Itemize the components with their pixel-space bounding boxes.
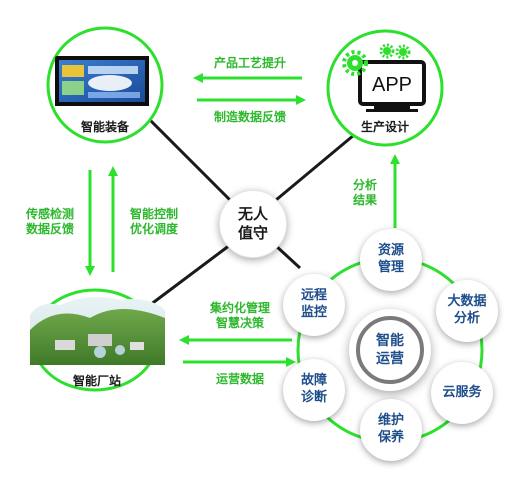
connector-equipment-hub xyxy=(143,113,237,207)
unmanned-hub-label: 无人 值守 xyxy=(237,205,268,242)
operation-center-ring: 智能 运营 xyxy=(356,316,424,384)
app-label: APP xyxy=(372,74,412,96)
ring-item-maintenance: 维护 保养 xyxy=(360,399,422,461)
node-design: APP xyxy=(326,29,444,147)
node-station-label: 智能厂站 xyxy=(72,374,121,388)
node-station xyxy=(30,288,165,392)
operation-center-label: 智能 运营 xyxy=(376,332,404,367)
ring-item-maintenance-label: 维护 保养 xyxy=(377,413,404,445)
label-left-down: 传感检测 数据反馈 xyxy=(25,207,74,236)
app-monitor-icon xyxy=(358,60,426,112)
operation-center: 智能 运营 xyxy=(349,309,431,391)
connector-station-hub xyxy=(149,243,231,307)
ring-item-cloud: 云服务 xyxy=(431,362,493,424)
label-left-up: 智能控制 优化调度 xyxy=(129,207,178,236)
gear-icon xyxy=(342,43,411,76)
ring-item-bigdata: 大数据 分析 xyxy=(436,280,498,342)
label-top-right: 制造数据反馈 xyxy=(213,110,286,124)
connector-operation-hub xyxy=(273,243,302,270)
ring-item-diagnosis-label: 故障 诊断 xyxy=(300,373,327,405)
ring-item-cloud-label: 云服务 xyxy=(442,384,482,400)
plant-landscape-image xyxy=(30,296,165,365)
ring-item-monitoring-label: 远程 监控 xyxy=(300,288,327,320)
label-right-up: 分析 结果 xyxy=(352,178,377,207)
label-bottom-left: 集约化管理 智慧决策 xyxy=(209,301,270,330)
connector-design-hub xyxy=(269,128,361,207)
ring-item-diagnosis: 故障 诊断 xyxy=(283,359,345,421)
label-top-left: 产品工艺提升 xyxy=(213,56,286,70)
node-design-label: 生产设计 xyxy=(360,120,409,134)
ring-item-bigdata-label: 大数据 分析 xyxy=(447,294,487,326)
unmanned-hub: 无人 值守 xyxy=(219,190,287,258)
node-equipment-label: 智能装备 xyxy=(80,120,129,134)
ring-item-resource: 资源 管理 xyxy=(360,229,422,291)
ring-item-monitoring: 远程 监控 xyxy=(283,274,345,336)
node-equipment xyxy=(46,26,164,144)
label-bottom-right: 运营数据 xyxy=(215,372,264,386)
ring-item-resource-label: 资源 管理 xyxy=(377,243,404,275)
